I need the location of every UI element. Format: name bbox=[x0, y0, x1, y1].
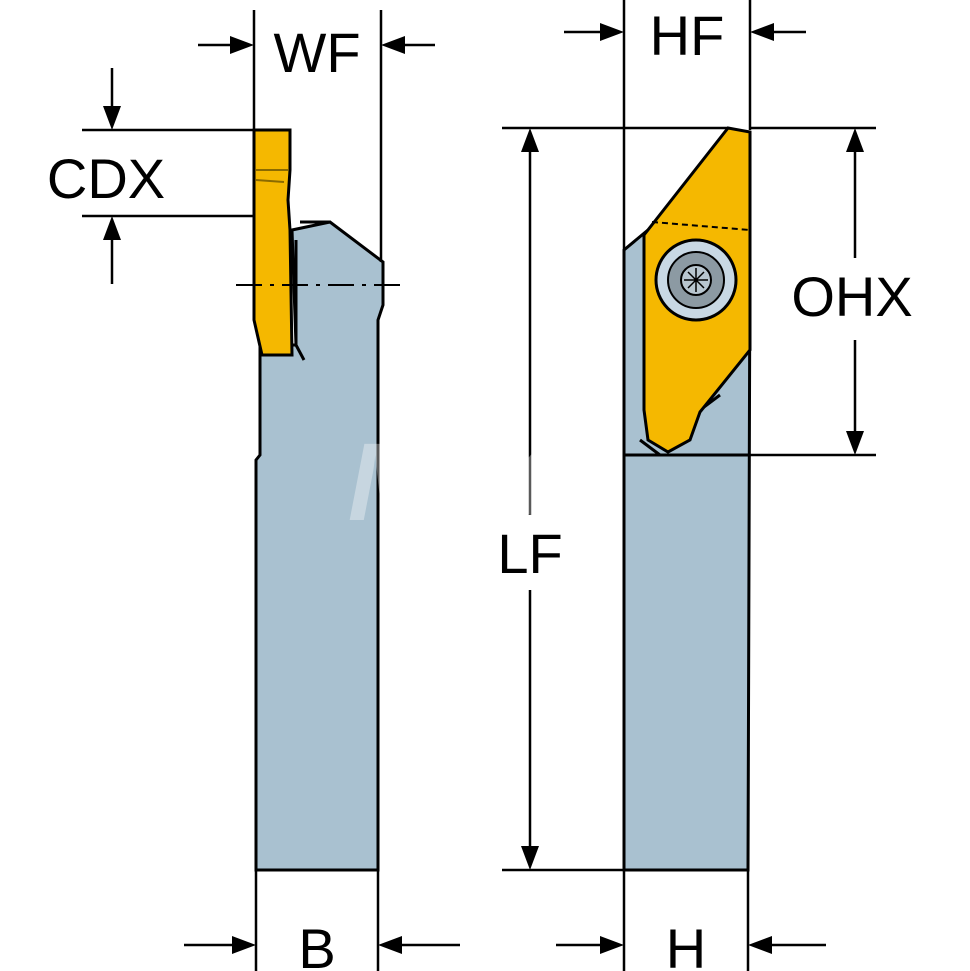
top-view bbox=[622, 126, 752, 872]
dimension-h: H bbox=[556, 870, 826, 971]
side-view-insert bbox=[252, 128, 294, 357]
dimension-lf: LF bbox=[497, 126, 728, 872]
side-view-insert-edge bbox=[255, 169, 288, 183]
watermark: MSC bbox=[348, 421, 594, 544]
label-hf: HF bbox=[650, 4, 725, 67]
dimension-wf: WF bbox=[198, 10, 435, 262]
dimension-ohx: OHX bbox=[748, 126, 913, 457]
label-h: H bbox=[666, 917, 706, 971]
clamp-screw-icon bbox=[654, 238, 738, 322]
label-cdx: CDX bbox=[47, 147, 165, 210]
label-wf: WF bbox=[273, 21, 360, 84]
dimension-b: B bbox=[184, 870, 460, 971]
top-view-insert-edge bbox=[651, 221, 751, 231]
side-view-shank bbox=[254, 220, 385, 872]
label-lf: LF bbox=[497, 522, 562, 585]
side-view bbox=[236, 128, 400, 872]
label-b: B bbox=[298, 917, 335, 971]
side-view-clamp-edge bbox=[294, 220, 330, 361]
dimension-cdx: CDX bbox=[47, 68, 254, 284]
dimension-hf: HF bbox=[564, 0, 806, 250]
label-ohx: OHX bbox=[791, 265, 912, 328]
